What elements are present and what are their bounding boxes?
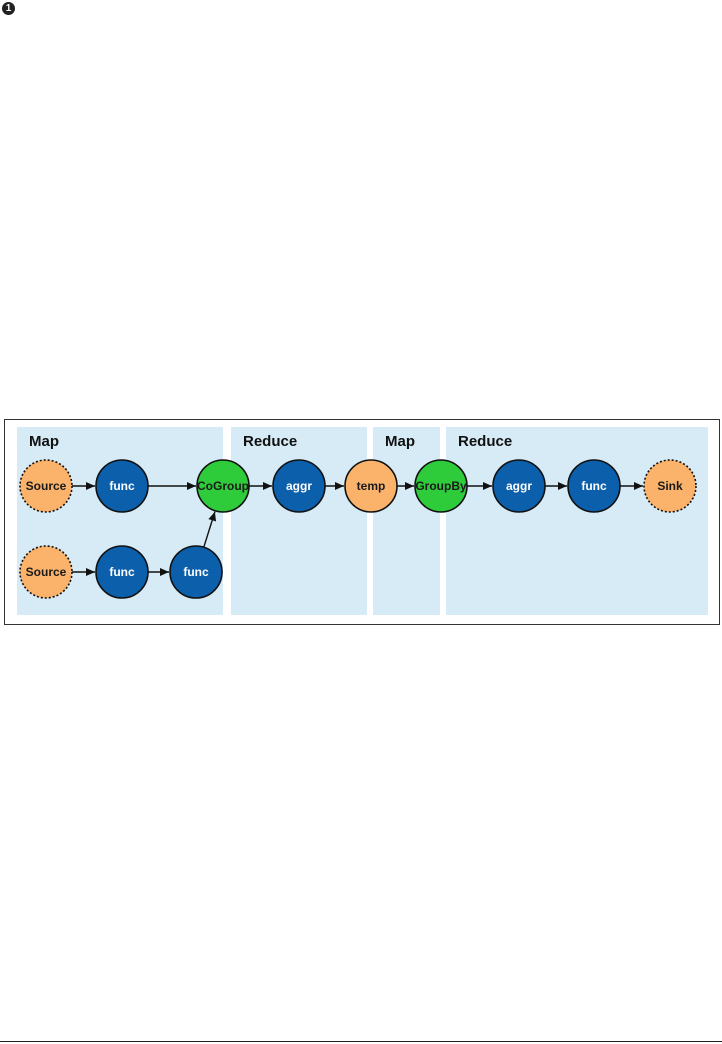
node-source2: Source [19, 545, 73, 599]
node-temp: temp [344, 459, 398, 513]
node-func4: func [169, 545, 223, 599]
node-label-temp: temp [357, 479, 386, 493]
node-label-aggr2: aggr [506, 479, 532, 493]
node-aggr2: aggr [492, 459, 546, 513]
node-circle-source1 [19, 459, 73, 513]
node-circle-func3 [95, 545, 149, 599]
node-func2: func [567, 459, 621, 513]
node-circle-source2 [19, 545, 73, 599]
node-label-source1: Source [26, 479, 67, 493]
node-label-func1: func [109, 479, 135, 493]
node-circle-groupby [414, 459, 468, 513]
node-sink: Sink [643, 459, 697, 513]
node-label-cogroup: CoGroup [197, 479, 249, 493]
node-label-aggr1: aggr [286, 479, 312, 493]
node-circle-func1 [95, 459, 149, 513]
node-circle-func2 [567, 459, 621, 513]
node-label-source2: Source [26, 565, 67, 579]
node-label-func4: func [183, 565, 209, 579]
node-aggr1: aggr [272, 459, 326, 513]
node-circle-aggr2 [492, 459, 546, 513]
node-label-func3: func [109, 565, 135, 579]
node-groupby: GroupBy [414, 459, 468, 513]
panel-label-map-1: Map [29, 433, 59, 450]
page-bottom-rule [0, 1041, 722, 1042]
node-func3: func [95, 545, 149, 599]
node-circle-func4 [169, 545, 223, 599]
panel-reduce-1 [231, 427, 367, 615]
panel-label-reduce-1: Reduce [243, 433, 298, 450]
node-circle-sink [643, 459, 697, 513]
node-label-func2: func [581, 479, 607, 493]
node-label-sink: Sink [657, 479, 683, 493]
node-source1: Source [19, 459, 73, 513]
panel-label-map-2: Map [385, 433, 415, 450]
node-circle-cogroup [196, 459, 250, 513]
callout-number: 1 [2, 2, 15, 15]
node-circle-aggr1 [272, 459, 326, 513]
edges-group [72, 482, 643, 576]
node-func1: func [95, 459, 149, 513]
panel-map-2 [373, 427, 440, 615]
panel-reduce-2 [446, 427, 708, 615]
node-circle-temp [344, 459, 398, 513]
nodes-group: Source func CoGroup aggr temp GroupBy aggr func… [19, 459, 697, 599]
node-cogroup: CoGroup [196, 459, 250, 513]
node-label-groupby: GroupBy [415, 479, 467, 493]
panel-label-reduce-2: Reduce [458, 433, 513, 450]
edge-func4-to-cogroup [203, 511, 217, 548]
